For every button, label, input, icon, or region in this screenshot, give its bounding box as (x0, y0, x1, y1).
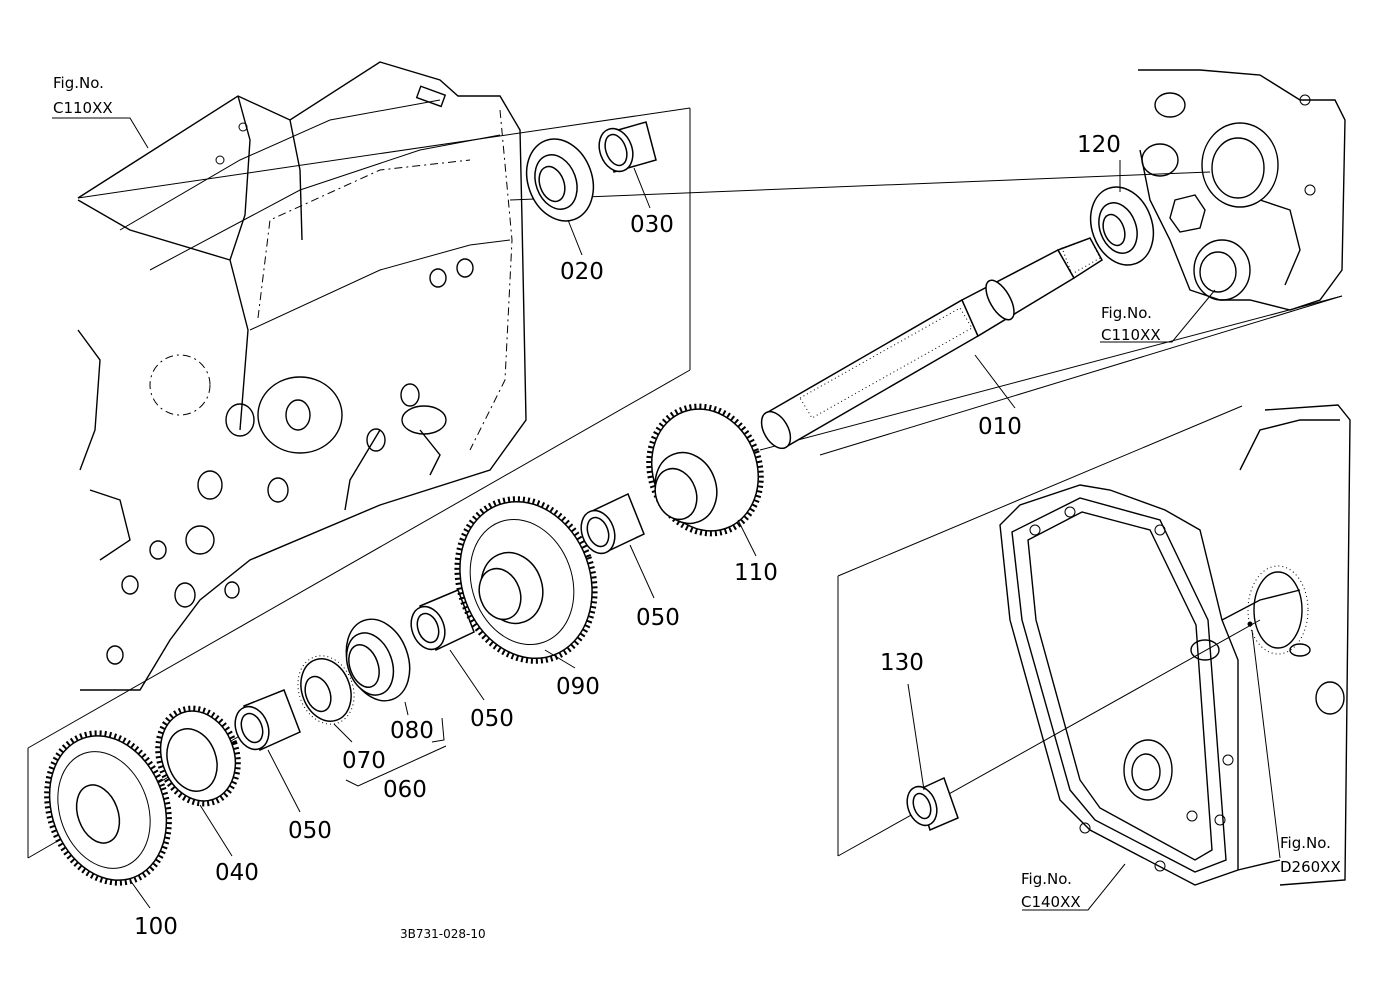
bushing-130 (906, 776, 959, 832)
fig-ref-3-title: Fig.No. (1021, 870, 1072, 888)
right-lower-case (999, 404, 1351, 886)
bearing-020 (525, 138, 595, 222)
needle-bearing-050-c (234, 689, 301, 752)
assembly-lines (27, 107, 1343, 859)
label-090: 090 (556, 674, 600, 700)
label-110: 110 (734, 560, 778, 586)
label-060: 060 (383, 777, 427, 803)
right-upper-case (1138, 69, 1346, 311)
label-080: 080 (390, 718, 434, 744)
gear-040 (155, 705, 241, 807)
fig-ref-2-title: Fig.No. (1101, 304, 1152, 322)
label-130: 130 (880, 650, 924, 676)
fig-ref-4-title: Fig.No. (1280, 834, 1331, 852)
hub-070 (297, 655, 355, 725)
leader-lines (52, 117, 1281, 911)
label-040: 040 (215, 860, 259, 886)
label-030: 030 (630, 212, 674, 238)
needle-bearing-050-a (580, 492, 645, 555)
gear-110 (646, 403, 764, 537)
gear-100 (44, 730, 172, 886)
fig-ref-4-code: D260XX (1280, 858, 1341, 876)
figure-references: Fig.No. C110XX Fig.No. C110XX Fig.No. C1… (53, 74, 1341, 911)
part-labels: 010 020 030 040 050 050 050 060 070 080 … (134, 132, 1121, 940)
fig-ref-1-code: C110XX (53, 99, 113, 117)
label-120: 120 (1077, 132, 1121, 158)
shaft-010 (760, 237, 1103, 450)
fig-ref-3-code: C140XX (1021, 893, 1081, 911)
left-transmission-case (77, 61, 527, 691)
label-050-a: 050 (636, 605, 680, 631)
label-050-b: 050 (470, 706, 514, 732)
label-100: 100 (134, 914, 178, 940)
drawing-code: 3B731-028-10 (400, 927, 486, 941)
bushing-030 (598, 121, 657, 173)
needle-bearing-050-b (410, 589, 475, 652)
bearing-120 (1089, 186, 1155, 266)
collar-080 (345, 618, 411, 702)
fig-ref-2-code: C110XX (1101, 326, 1161, 344)
fig-ref-1-title: Fig.No. (53, 74, 104, 92)
label-070: 070 (342, 748, 386, 774)
label-050-c: 050 (288, 818, 332, 844)
label-010: 010 (978, 414, 1022, 440)
label-020: 020 (560, 259, 604, 285)
gear-090 (454, 496, 598, 664)
